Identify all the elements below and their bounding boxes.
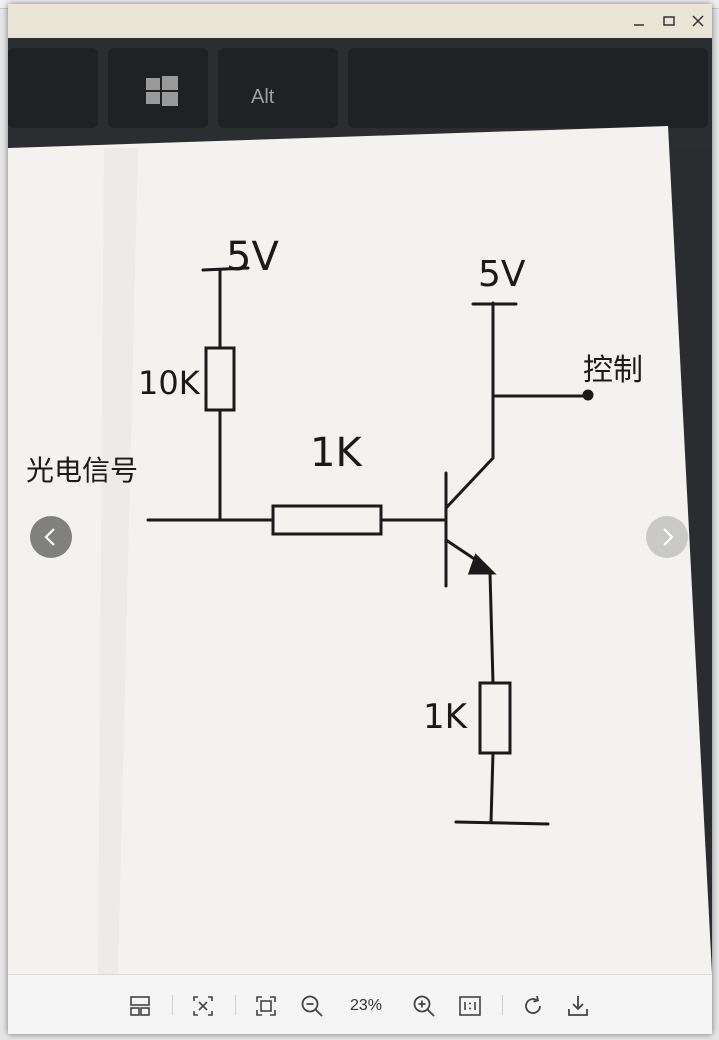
- photo-display: Alt: [8, 38, 712, 974]
- ctrl-key: [8, 48, 98, 128]
- fit-window-icon: [256, 996, 276, 1016]
- actual-size-icon: [459, 996, 481, 1016]
- toolbar-divider: [502, 995, 503, 1015]
- previous-image-button[interactable]: [30, 516, 72, 558]
- alt-key-label: Alt: [251, 86, 275, 108]
- close-preview-button[interactable]: [190, 993, 216, 1019]
- title-bar: [8, 4, 712, 38]
- zoom-out-icon: [301, 995, 323, 1017]
- label-control-output: 控制: [583, 353, 643, 388]
- minimize-icon: [634, 24, 644, 26]
- alt-key: [218, 48, 338, 128]
- paper-sheet: [8, 126, 712, 974]
- actual-size-button[interactable]: [457, 993, 483, 1019]
- windows-logo-icon: [146, 76, 178, 106]
- maximize-button[interactable]: [660, 12, 678, 30]
- rotate-button[interactable]: [520, 993, 546, 1019]
- circuit-schematic: [146, 266, 594, 826]
- zoom-level: 23%: [349, 997, 383, 1014]
- close-preview-icon: [193, 996, 213, 1016]
- emitter-arrow: [467, 553, 497, 575]
- download-button[interactable]: [565, 993, 591, 1019]
- zoom-out-button[interactable]: [299, 993, 325, 1019]
- download-icon: [568, 996, 588, 1016]
- minimize-button[interactable]: [630, 12, 648, 30]
- circuit-photo: Alt: [8, 38, 712, 974]
- label-1k-base: 1K: [310, 430, 363, 476]
- maximize-icon: [663, 16, 675, 26]
- space-key: [348, 48, 708, 128]
- rotate-icon: [525, 995, 541, 1014]
- close-icon: [692, 15, 704, 27]
- layout-icon: [130, 996, 150, 1016]
- label-10k: 10K: [138, 364, 201, 402]
- zoom-in-icon: [413, 995, 435, 1017]
- label-input-signal: 光电信号: [26, 454, 138, 487]
- chevron-right-icon: [646, 516, 688, 558]
- label-1k-emitter: 1K: [423, 697, 469, 737]
- toolbar-divider: [235, 995, 236, 1015]
- image-viewer-window: Alt: [8, 4, 712, 1034]
- layout-button[interactable]: [127, 993, 153, 1019]
- toolbar-divider: [172, 995, 173, 1015]
- viewer-toolbar: 23%: [8, 974, 712, 1034]
- chevron-left-icon: [30, 516, 72, 558]
- zoom-in-button[interactable]: [411, 993, 437, 1019]
- next-image-button[interactable]: [646, 516, 688, 558]
- resistor-1k-emitter: [478, 681, 512, 755]
- fit-window-button[interactable]: [253, 993, 279, 1019]
- label-5v-left: 5V: [226, 234, 279, 280]
- close-button[interactable]: [689, 12, 707, 30]
- label-5v-right: 5V: [478, 254, 526, 295]
